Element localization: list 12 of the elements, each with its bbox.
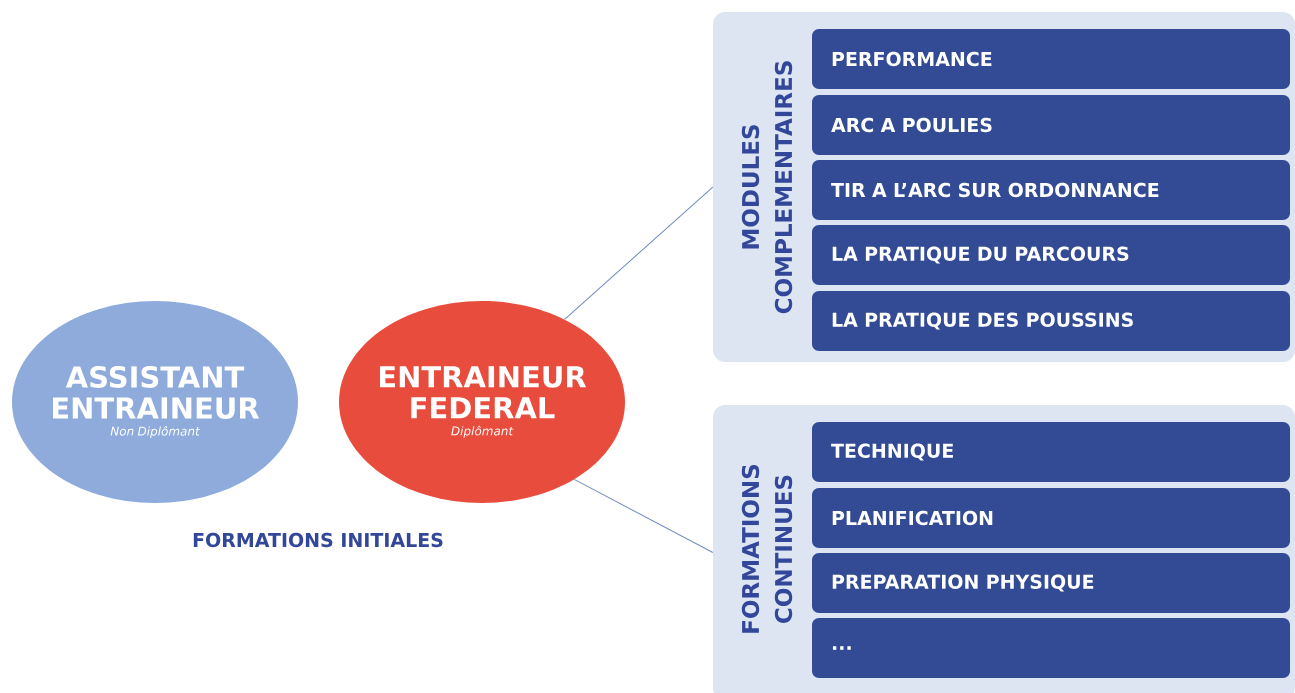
section-heading: FORMATIONS INITIALES — [193, 532, 443, 548]
module-box: TIR A L’ARC SUR ORDONNANCE — [812, 160, 1290, 220]
module-box: PREPARATION PHYSIQUE — [812, 553, 1290, 613]
module-box: TECHNIQUE — [812, 422, 1290, 482]
module-box: ARC A POULIES — [812, 95, 1290, 155]
connector-line — [564, 186, 714, 320]
module-box: ... — [812, 618, 1290, 678]
module-box: LA PRATIQUE DU PARCOURS — [812, 225, 1290, 285]
module-box: PLANIFICATION — [812, 488, 1290, 548]
module-box: PERFORMANCE — [812, 29, 1290, 89]
connector-line — [573, 478, 714, 553]
module-box: LA PRATIQUE DES POUSSINS — [812, 291, 1290, 351]
